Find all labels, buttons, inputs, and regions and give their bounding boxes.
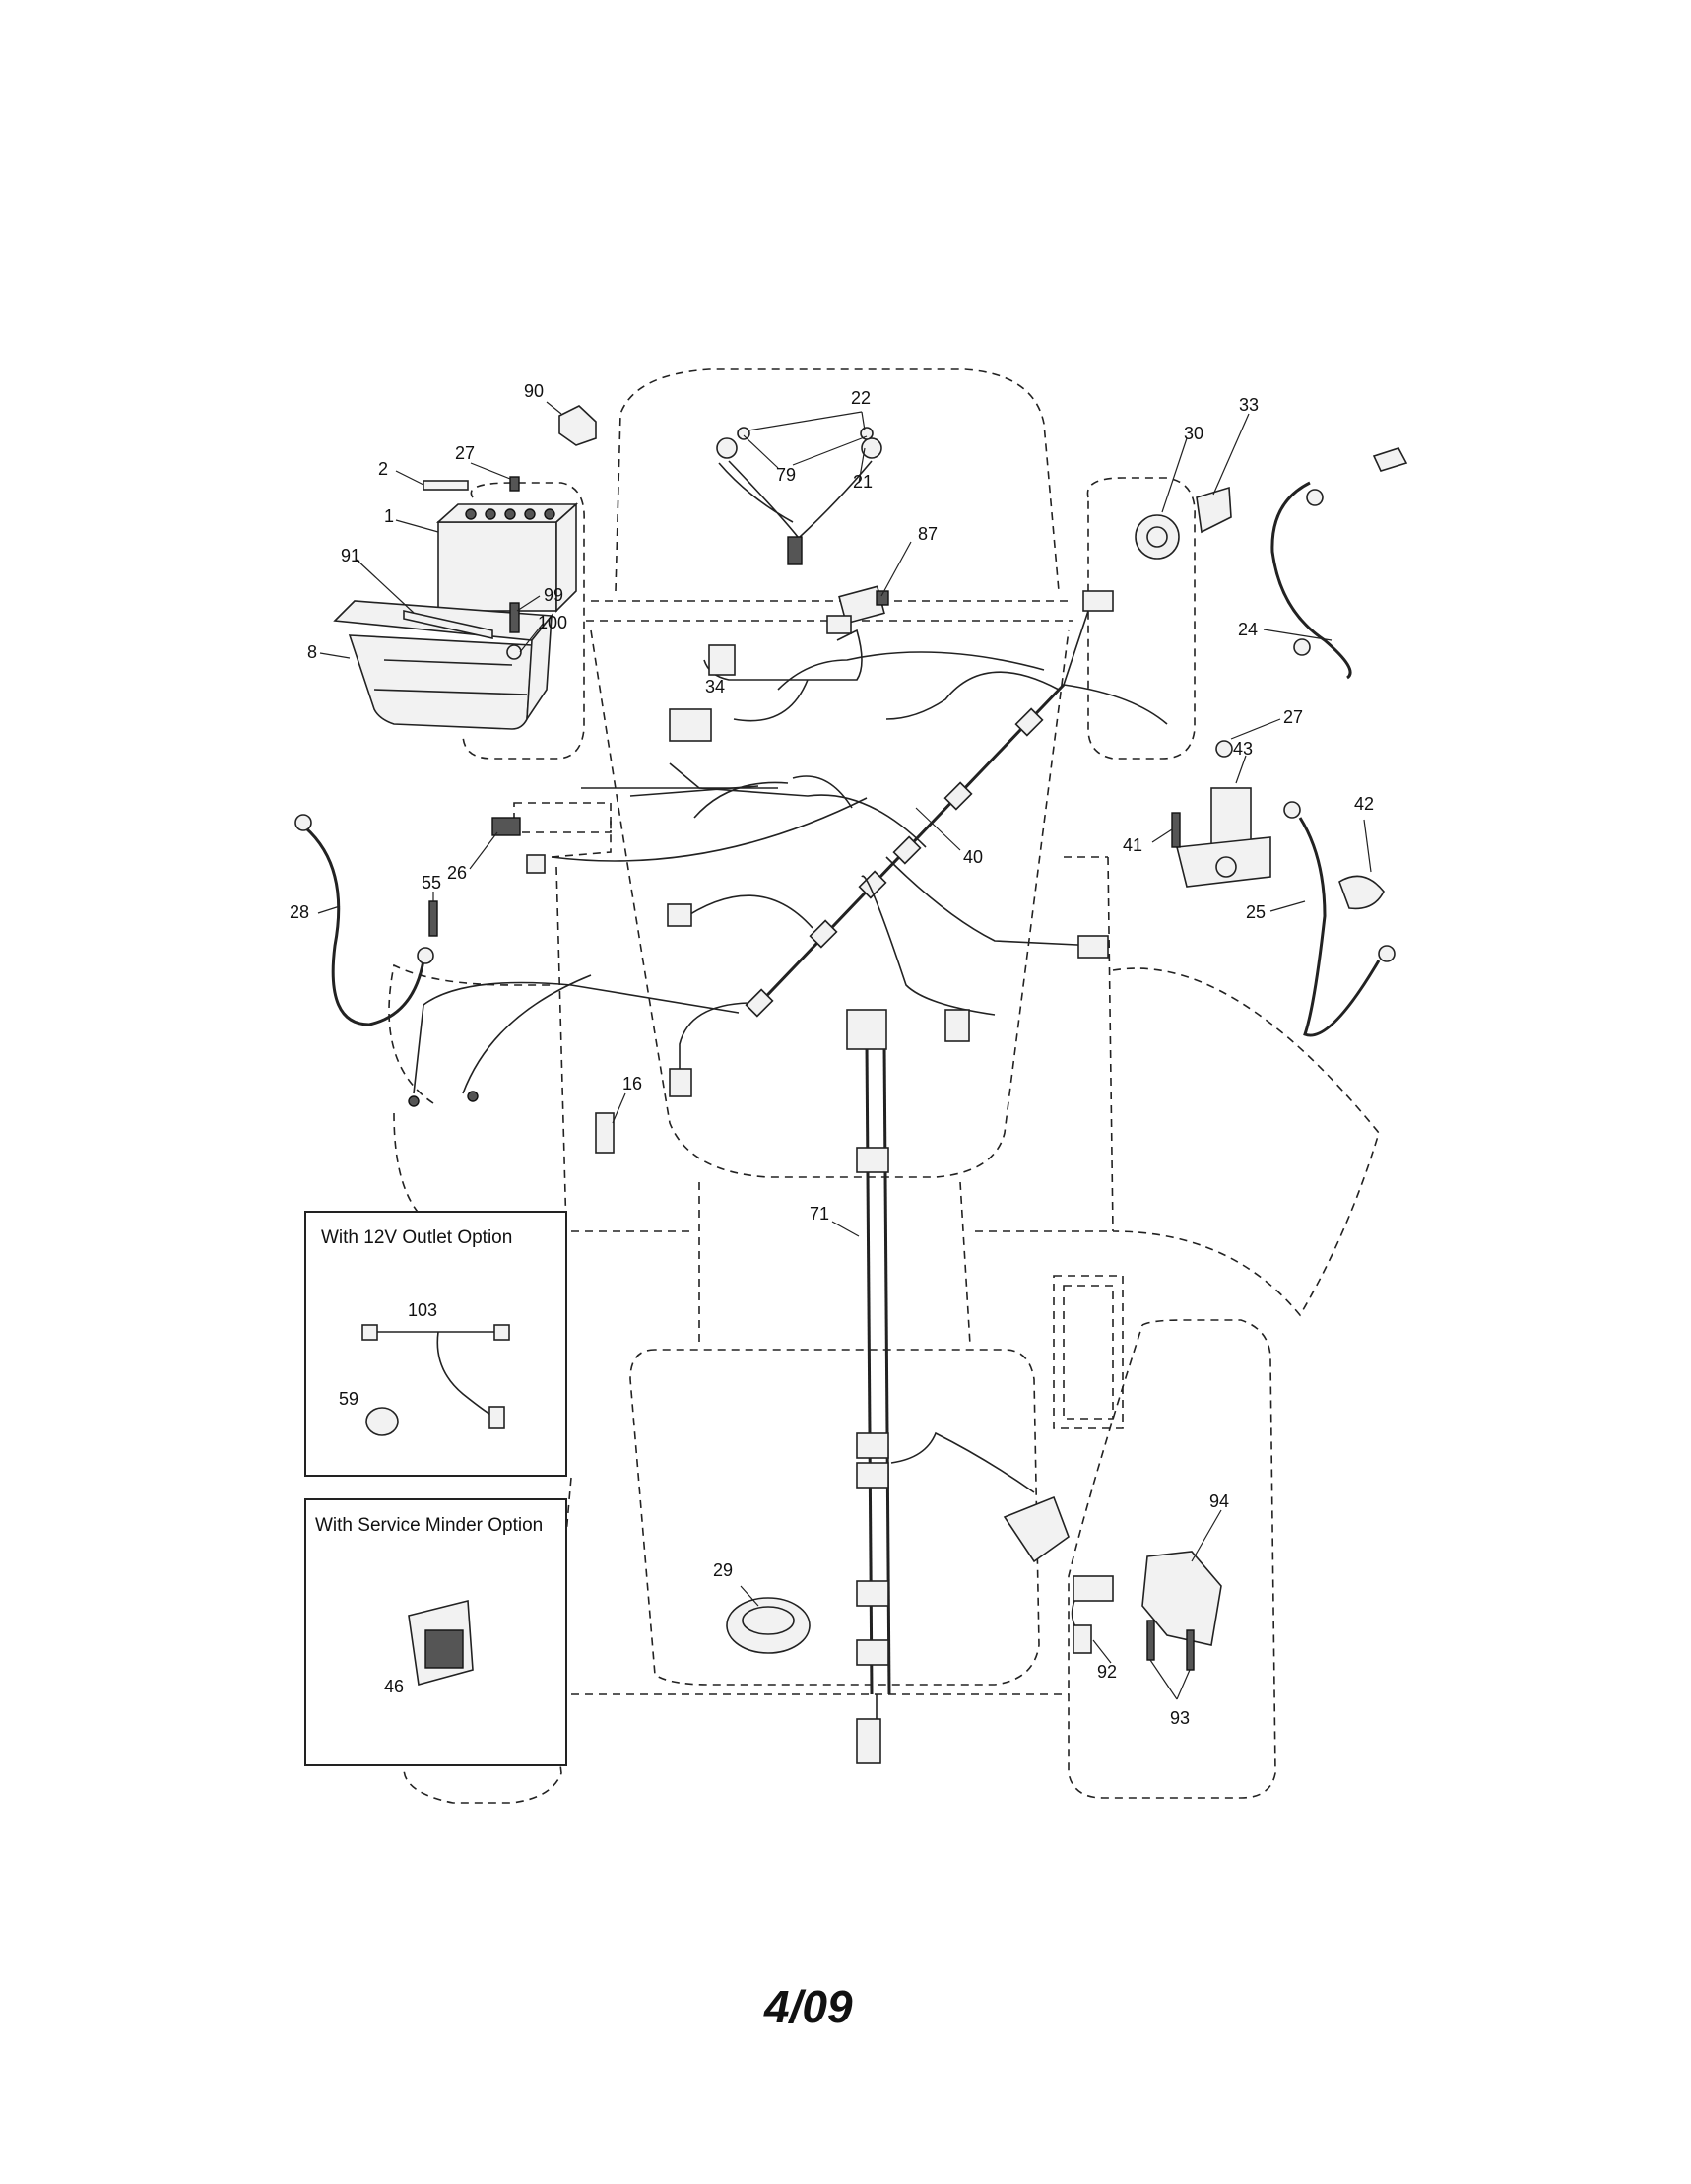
inset-12v-title: With 12V Outlet Option	[321, 1227, 512, 1248]
callout-label: 28	[290, 902, 309, 922]
bolt-55-icon	[428, 900, 438, 937]
callout-label: 90	[524, 381, 544, 401]
parts	[294, 405, 1408, 1764]
page-code: 4/09	[763, 1981, 853, 2032]
callout-label: 27	[1283, 707, 1303, 727]
callout-label: 34	[705, 677, 725, 696]
inset-12v-outlet: With 12V Outlet Option	[304, 1211, 567, 1477]
callout-label: 27	[455, 443, 475, 463]
headlight-harness-icon	[716, 427, 882, 565]
callout-label: 24	[1238, 620, 1258, 639]
callout-label: 2	[378, 459, 388, 479]
callout-label: 43	[1233, 739, 1253, 759]
callout-label: 94	[1209, 1491, 1229, 1511]
inset-service-minder: With Service Minder Option	[304, 1498, 567, 1766]
connector-90-icon	[558, 405, 597, 446]
switch-16-icon	[595, 1112, 615, 1154]
washer-100-icon	[506, 644, 522, 660]
cable-24-icon	[1270, 481, 1352, 680]
callout-label: 26	[447, 863, 467, 883]
switch-87-icon	[838, 585, 889, 625]
key-icon	[1196, 486, 1232, 534]
ignition-switch-icon	[1135, 514, 1180, 560]
callout-label: 91	[341, 546, 360, 565]
callout-label: 22	[851, 388, 871, 408]
callout-label: 1	[384, 506, 394, 526]
callout-label: 100	[538, 613, 567, 632]
leader-lines	[317, 401, 1372, 1700]
callout-label: 79	[776, 465, 796, 485]
battery-strap-icon	[403, 610, 493, 639]
boot-icon	[1338, 875, 1385, 910]
connector-92-icon	[1073, 1575, 1114, 1602]
callout-label: 8	[307, 642, 317, 662]
callout-label: 29	[713, 1560, 733, 1580]
callout-label: 25	[1246, 902, 1266, 922]
callout-label: 42	[1354, 794, 1374, 814]
callout-label: 41	[1123, 835, 1142, 855]
bolt-99-icon	[509, 602, 520, 633]
callout-label: 93	[1170, 1708, 1190, 1728]
callout-label: 87	[918, 524, 938, 544]
battery-icon	[435, 502, 579, 613]
callout-label: 55	[422, 873, 441, 893]
outlet-icon	[365, 1407, 399, 1436]
callout-label: 92	[1097, 1662, 1117, 1682]
callout-label: 99	[544, 585, 563, 605]
bolt-41-icon	[1171, 812, 1181, 848]
callout-label: 30	[1184, 424, 1203, 443]
cable-28-icon	[304, 826, 425, 1026]
bolt-icon	[423, 480, 469, 491]
callout-label: 59	[339, 1389, 358, 1409]
cable-25-icon	[1298, 817, 1381, 1037]
solenoid-icon	[1176, 740, 1271, 888]
callout-label: 103	[408, 1300, 437, 1320]
screw-icon	[1186, 1629, 1195, 1671]
module-94-icon	[1141, 1551, 1222, 1646]
callout-labels: 90 22 33 27 2 30 79 21 1 87 91 99 100 8 …	[290, 381, 1374, 1728]
callout-label: 46	[384, 1677, 404, 1696]
callout-label: 40	[963, 847, 983, 867]
nut-icon	[509, 476, 520, 492]
callout-label: 71	[810, 1204, 829, 1224]
callout-label: 16	[622, 1074, 642, 1093]
tractor-outline	[388, 368, 1380, 1804]
fuse-icon	[491, 817, 521, 836]
inset-minder-title: With Service Minder Option	[315, 1515, 543, 1536]
callout-label: 21	[853, 472, 873, 492]
callout-label: 33	[1239, 395, 1259, 415]
screw-icon	[1146, 1620, 1155, 1661]
connector-26-icon	[526, 854, 546, 874]
